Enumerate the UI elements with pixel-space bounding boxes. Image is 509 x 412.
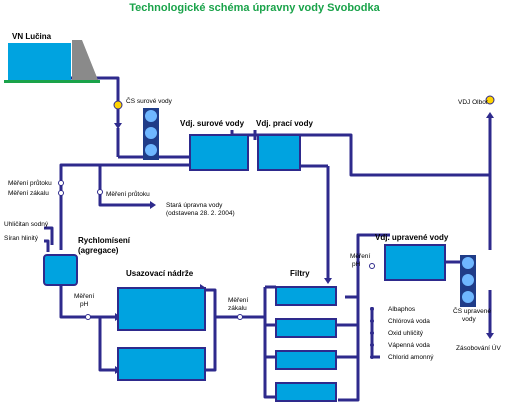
arrow-supply-uv	[486, 333, 494, 339]
filter-3	[275, 350, 337, 370]
zasobovani-uv-label: Zásobování ÚV	[456, 343, 501, 352]
vdj-olbor: VDJ Olbor	[458, 95, 495, 106]
mereni-zakalu-2-label-a: Měření	[228, 297, 248, 304]
dam-structure	[72, 40, 98, 80]
tank-wash-water: Vdj. prací vody	[256, 119, 313, 171]
filter-2	[275, 318, 337, 338]
raw-pump-valve	[113, 100, 123, 110]
reservoir-lucina: VN Lučina	[4, 32, 100, 83]
filtry-label: Filtry	[290, 269, 310, 278]
pipe-old-plant	[98, 165, 150, 207]
pipe-sed-lower-in	[98, 317, 118, 372]
mereni-ph-right-label-1: Měření	[350, 253, 370, 260]
filter-outlet-manifold	[338, 295, 360, 402]
reservoir-ground	[4, 80, 100, 83]
raw-water-pump-station: ČS surové vody	[113, 96, 173, 160]
vapenna-voda-label: Vápenná voda	[388, 342, 430, 349]
vdj-olbor-label: VDJ Olbor	[458, 99, 489, 106]
filters: Filtry	[275, 269, 337, 402]
sedimentation-tank-lower	[117, 347, 206, 381]
pipe-sed-out	[205, 288, 217, 372]
tank-raw-water: Vdj. surové vody	[180, 119, 249, 171]
pipe-network	[44, 62, 492, 402]
olbor-valve	[485, 95, 495, 105]
usazovaci-nadrze-label: Usazovací nádrže	[126, 269, 194, 278]
uhlicitan-sodny-label: Uhličitan sodný	[4, 221, 49, 228]
mereni-zakalu-1-label: Měření zákalu	[8, 190, 49, 197]
mereni-zakalu-2-label-b: zákalu	[228, 305, 247, 312]
pipe-to-treated-tank	[356, 233, 390, 297]
fan-icon	[462, 274, 474, 286]
vn-lucina-label: VN Lučina	[12, 32, 52, 41]
fan-icon	[462, 257, 474, 269]
fan-icon	[145, 144, 157, 156]
cs-surove-vody-label: ČS surové vody	[126, 96, 173, 105]
vdj-upravene-vody-label: Vdj. upravené vody	[375, 233, 449, 242]
cs-upravene-vody-label-1: ČS upravené	[453, 306, 491, 315]
filter-4	[275, 382, 337, 402]
fan-icon	[145, 127, 157, 139]
albaphos-label: Albaphos	[388, 306, 416, 313]
stara-upravna-label-1: Stará úpravna vody	[166, 202, 223, 209]
arrow-old-plant	[150, 201, 156, 209]
arrow-pump-in	[114, 123, 122, 129]
chlorova-voda-label: Chlórová voda	[388, 318, 430, 325]
stara-upravna-label-2: (odstavena 28. 2. 2004)	[166, 210, 235, 217]
reservoir-water	[8, 43, 71, 80]
measurements: Měření průtoku Měření zákalu Měření průt…	[4, 179, 375, 320]
filter-inlet-manifold	[263, 287, 275, 399]
vdj-praci-vody-label: Vdj. prací vody	[256, 119, 313, 128]
fan-icon	[462, 291, 474, 303]
cs-upravene-vody-label-2: vody	[462, 316, 476, 323]
rychlomiseni-label-2: (agregace)	[78, 246, 119, 255]
sedimentation-tanks: Usazovací nádrže	[117, 269, 206, 381]
fan-icon	[145, 110, 157, 122]
tank-treated-water: Vdj. upravené vody	[375, 233, 449, 281]
sedimentation-tank-upper	[117, 287, 206, 331]
chlorid-amonny-label: Chlorid amonný	[388, 354, 434, 361]
dosing-list: Albaphos Chlórová voda Oxid uhličitý Váp…	[370, 306, 434, 361]
mereni-ph-left-label-1: Měření	[74, 293, 94, 300]
pipe-raw-to-mixing	[59, 163, 190, 250]
vdj-surove-vody-label: Vdj. surové vody	[180, 119, 245, 128]
filter-1	[275, 286, 337, 306]
mereni-prutoku-1-label: Měření průtoku	[8, 179, 52, 187]
pipe-dosing-2	[44, 239, 50, 252]
mereni-ph-left-label-2: pH	[80, 301, 89, 308]
treated-water-pump-station: ČS upravené vody Zásobování ÚV	[453, 255, 501, 352]
siran-hlinity-label: Síran hlinitý	[4, 235, 39, 242]
arrow-olbor	[486, 112, 494, 118]
rychlomiseni-label-1: Rychlomísení	[78, 236, 131, 245]
arrow-backwash	[324, 278, 332, 284]
oxid-uhlicity-label: Oxid uhličitý	[388, 330, 424, 337]
mereni-ph-right-label-2: pH	[352, 261, 361, 268]
mereni-prutoku-2-label: Měření průtoku	[106, 190, 150, 198]
tank-rapid-mixing: Rychlomísení (agregace)	[43, 236, 131, 286]
pipe-mixing-out	[59, 283, 115, 319]
diagram-title: Technologické schéma úpravny vody Svobod…	[129, 2, 380, 14]
pipe-dosing-1	[44, 226, 54, 245]
